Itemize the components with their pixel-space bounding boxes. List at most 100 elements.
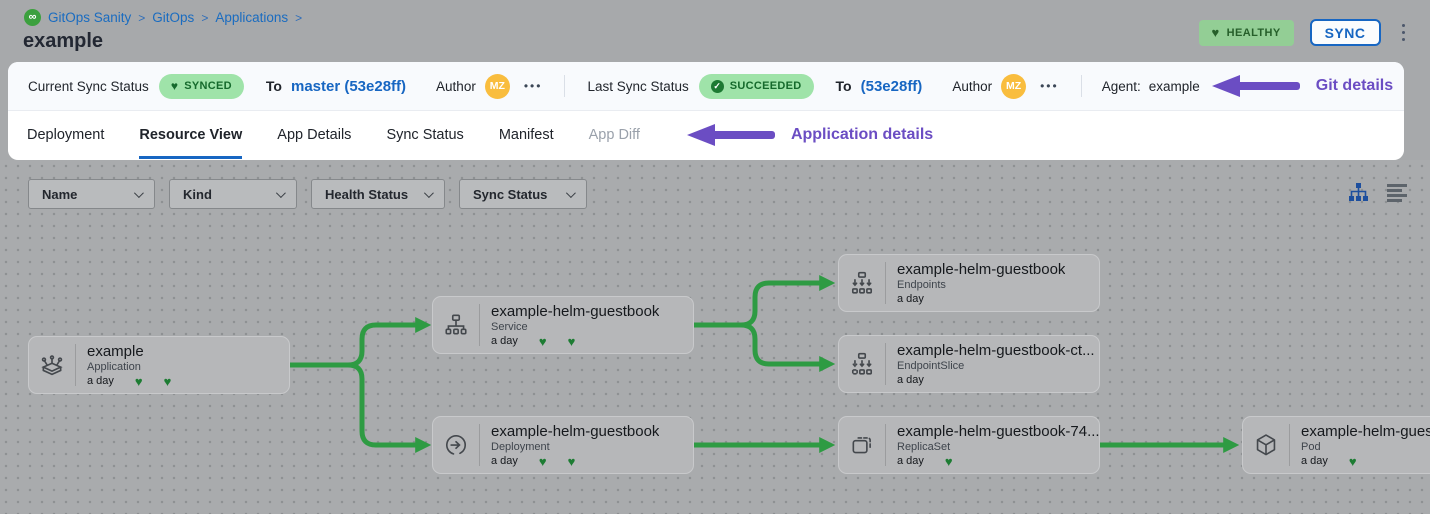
node-endpoints[interactable]: example-helm-guestbook Endpoints a day bbox=[838, 254, 1100, 312]
pod-icon bbox=[1243, 432, 1289, 458]
avatar: MZ bbox=[484, 73, 510, 99]
replicaset-icon bbox=[839, 432, 885, 458]
git-details-annotation: Git details bbox=[1315, 77, 1394, 94]
filter-kind-dropdown[interactable]: Kind bbox=[169, 179, 297, 209]
node-age: a day bbox=[1301, 455, 1328, 467]
divider bbox=[1289, 424, 1290, 466]
heart-icon: ♥ bbox=[1211, 25, 1220, 40]
synced-badge-label: SYNCED bbox=[184, 80, 232, 92]
current-to-label: To bbox=[265, 78, 282, 94]
more-options-button[interactable]: ••• bbox=[1040, 79, 1059, 93]
breadcrumb-item-gitops-sanity[interactable]: GitOps Sanity bbox=[48, 10, 132, 25]
divider bbox=[564, 75, 566, 97]
sync-status-bar: Current Sync Status ♥ SYNCED To master (… bbox=[8, 62, 1404, 111]
divider bbox=[479, 304, 480, 346]
application-details-annotation: Application details bbox=[790, 126, 934, 143]
chevron-down-icon bbox=[423, 187, 434, 198]
tab-deployment[interactable]: Deployment bbox=[27, 127, 105, 143]
breadcrumb-separator: > bbox=[295, 10, 303, 25]
filter-name-dropdown[interactable]: Name bbox=[28, 179, 155, 209]
node-pod[interactable]: example-helm-guest Pod a day ♥ bbox=[1242, 416, 1430, 474]
node-title: example-helm-guestbook bbox=[897, 261, 1066, 278]
heart-icon: ♥ bbox=[944, 453, 953, 468]
current-commit-link[interactable]: master (53e28ff) bbox=[290, 77, 407, 95]
node-deployment[interactable]: example-helm-guestbook Deployment a day … bbox=[432, 416, 694, 474]
agent-value: example bbox=[1148, 78, 1200, 94]
view-toggle-group bbox=[1348, 182, 1408, 203]
chevron-down-icon bbox=[133, 187, 144, 198]
heart-icon: ♥ bbox=[567, 453, 576, 468]
node-kind: ReplicaSet bbox=[897, 440, 951, 453]
endpoints-icon bbox=[839, 270, 885, 296]
filter-sync-status-label: Sync Status bbox=[473, 186, 548, 202]
node-title: example-helm-guestbook bbox=[491, 422, 660, 440]
node-title: example-helm-guest bbox=[1301, 422, 1430, 440]
node-age: a day bbox=[897, 455, 924, 467]
top-header: ∞ GitOps Sanity > GitOps > Applications … bbox=[0, 0, 1430, 62]
tab-app-details[interactable]: App Details bbox=[277, 127, 352, 143]
page-title: example bbox=[23, 30, 104, 52]
node-age: a day bbox=[87, 375, 114, 387]
header-actions: ♥ HEALTHY SYNC bbox=[1198, 19, 1411, 46]
service-icon bbox=[433, 312, 479, 338]
divider bbox=[885, 343, 886, 385]
tab-resource-view[interactable]: Resource View bbox=[139, 111, 243, 159]
divider bbox=[479, 424, 480, 466]
filter-kind-label: Kind bbox=[183, 186, 212, 202]
more-options-button[interactable]: ••• bbox=[523, 79, 543, 93]
succeeded-badge-label: SUCCEEDED bbox=[729, 80, 802, 92]
health-badge-label: HEALTHY bbox=[1226, 26, 1281, 39]
annotation-arrow-icon bbox=[686, 124, 775, 146]
node-kind: Service bbox=[491, 320, 528, 333]
tree-view-icon[interactable] bbox=[1348, 182, 1369, 203]
breadcrumb-separator: > bbox=[201, 10, 209, 25]
heart-icon: ♥ bbox=[567, 333, 576, 348]
node-title: example bbox=[87, 342, 144, 360]
node-age: a day bbox=[491, 455, 518, 467]
node-age: a day bbox=[897, 374, 924, 386]
breadcrumb: ∞ GitOps Sanity > GitOps > Applications … bbox=[24, 9, 302, 26]
heart-icon: ♥ bbox=[134, 373, 143, 388]
sync-button[interactable]: SYNC bbox=[1309, 19, 1381, 46]
divider bbox=[885, 262, 886, 304]
synced-badge: ♥ SYNCED bbox=[158, 73, 244, 99]
filter-name-label: Name bbox=[42, 186, 78, 202]
chevron-down-icon bbox=[565, 187, 576, 198]
last-author-label: Author bbox=[952, 78, 993, 94]
tab-bar: Deployment Resource View App Details Syn… bbox=[8, 111, 1404, 159]
node-kind: EndpointSlice bbox=[897, 360, 965, 372]
node-application-example[interactable]: example Application a day ♥ ♥ bbox=[28, 336, 290, 394]
last-sync-status-label: Last Sync Status bbox=[587, 78, 689, 94]
node-kind: Pod bbox=[1301, 440, 1321, 453]
heart-icon: ♥ bbox=[538, 453, 547, 468]
more-menu-icon[interactable] bbox=[1397, 20, 1411, 46]
node-age: a day bbox=[491, 335, 518, 347]
application-icon bbox=[29, 352, 75, 378]
filter-health-status-label: Health Status bbox=[325, 186, 409, 202]
node-kind: Application bbox=[87, 360, 141, 373]
agent-label: Agent: bbox=[1101, 78, 1141, 94]
node-service[interactable]: example-helm-guestbook Service a day ♥ ♥ bbox=[432, 296, 694, 354]
tab-sync-status[interactable]: Sync Status bbox=[386, 127, 464, 143]
divider bbox=[75, 344, 76, 386]
node-title: example-helm-guestbook-ct... bbox=[897, 342, 1095, 359]
filter-health-status-dropdown[interactable]: Health Status bbox=[311, 179, 445, 209]
breadcrumb-item-gitops[interactable]: GitOps bbox=[152, 10, 195, 25]
endpointslice-icon bbox=[839, 351, 885, 377]
chevron-down-icon bbox=[275, 187, 286, 198]
health-status-badge: ♥ HEALTHY bbox=[1198, 19, 1294, 46]
current-sync-status-label: Current Sync Status bbox=[28, 78, 149, 94]
node-endpointslice[interactable]: example-helm-guestbook-ct... EndpointSli… bbox=[838, 335, 1100, 393]
node-kind: Endpoints bbox=[897, 279, 946, 291]
tab-app-diff[interactable]: App Diff bbox=[588, 127, 640, 143]
deployment-icon bbox=[433, 432, 479, 458]
breadcrumb-item-applications[interactable]: Applications bbox=[215, 10, 289, 25]
divider bbox=[1080, 75, 1082, 97]
list-view-icon[interactable] bbox=[1386, 183, 1408, 203]
last-commit-link[interactable]: (53e28ff) bbox=[860, 77, 923, 95]
node-kind: Deployment bbox=[491, 440, 550, 453]
last-to-label: To bbox=[835, 78, 852, 94]
filter-sync-status-dropdown[interactable]: Sync Status bbox=[459, 179, 587, 209]
tab-manifest[interactable]: Manifest bbox=[498, 127, 554, 143]
node-replicaset[interactable]: example-helm-guestbook-74... ReplicaSet … bbox=[838, 416, 1100, 474]
